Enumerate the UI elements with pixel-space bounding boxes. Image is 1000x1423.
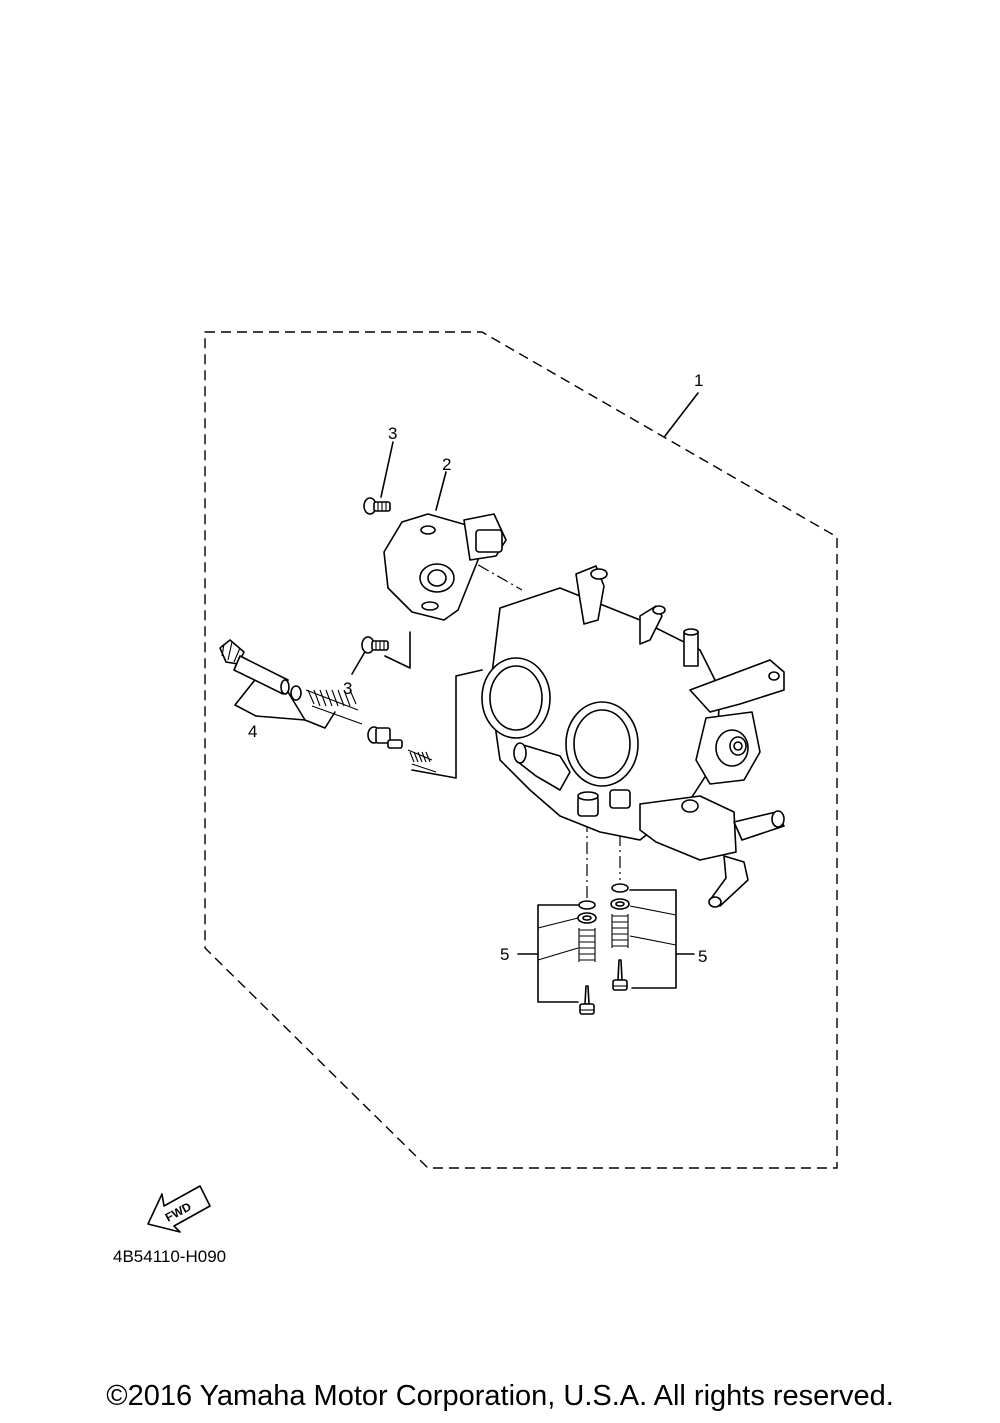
bracket-5-right-mid1 <box>629 905 677 916</box>
part-code: 4B54110-H090 <box>113 1247 227 1266</box>
callout-5-left: 5 <box>500 945 509 964</box>
jet-assembly-right <box>610 883 630 991</box>
throttle-body <box>481 565 785 908</box>
leader-3a <box>380 441 394 498</box>
callout-2: 2 <box>442 455 451 474</box>
leader-2 <box>435 471 447 511</box>
screw-lower <box>361 636 389 654</box>
callout-3-upper: 3 <box>388 424 397 443</box>
copyright-notice: ©2016 Yamaha Motor Corporation, U.S.A. A… <box>106 1380 894 1412</box>
align-sensor-body <box>439 542 523 591</box>
bracket-5-right-mid2 <box>629 935 677 946</box>
align-screw-lower <box>384 631 411 669</box>
throttle-position-sensor <box>383 513 507 621</box>
bracket-5-left-mid2 <box>537 947 579 961</box>
fwd-arrow-icon: FWD <box>147 1185 211 1233</box>
callout-5-right: 5 <box>698 947 707 966</box>
bracket-5-right <box>629 889 677 989</box>
leader-3b <box>351 649 367 675</box>
idle-small-spring <box>407 749 437 773</box>
screw-upper <box>363 497 391 515</box>
idle-adjust-shaft <box>219 639 290 695</box>
idle-spring <box>305 689 363 725</box>
callout-4: 4 <box>248 722 257 741</box>
idle-plunger <box>367 726 403 749</box>
assembly-boundary <box>204 331 838 1169</box>
leader-1 <box>664 392 699 437</box>
o-ring <box>290 685 302 701</box>
align-idle-screw <box>411 669 483 779</box>
leader-4c <box>304 711 336 729</box>
jet-assembly-left <box>577 900 597 1015</box>
leader-4 <box>234 675 259 717</box>
callout-1: 1 <box>694 371 703 390</box>
callout-3-lower: 3 <box>343 679 352 698</box>
bracket-5-left-mid1 <box>537 917 579 929</box>
